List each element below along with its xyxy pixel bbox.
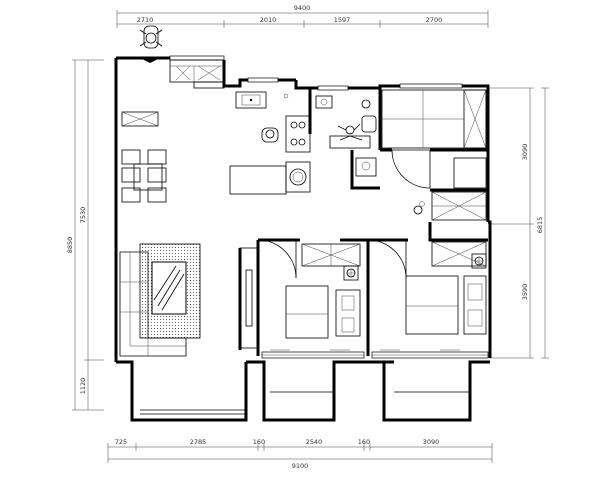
entry-arrow-icon <box>140 58 160 63</box>
entry-area <box>139 25 225 89</box>
tv <box>245 269 253 327</box>
bathroom <box>315 95 431 189</box>
outlet-icon <box>471 253 487 269</box>
sideboard <box>121 111 159 127</box>
tv-cabinet <box>239 247 259 349</box>
right-lower-dimension: 3590 <box>521 284 529 301</box>
kitchen-counter <box>229 165 287 195</box>
toilet <box>361 115 377 133</box>
right-dimensions: 3090 3590 6815 <box>490 87 549 359</box>
bedroom-2 <box>367 239 487 335</box>
dining-chair-4 <box>147 167 167 183</box>
bottom-dimension-3: 160 <box>253 438 265 446</box>
interior-walls <box>238 86 488 356</box>
left-inner-dimension: 7530 <box>79 207 87 224</box>
bed-2 <box>405 275 459 335</box>
windows <box>169 55 489 359</box>
bottom-dimension-5: 160 <box>358 438 370 446</box>
gas-stove <box>285 115 311 153</box>
right-outer-dimension: 6815 <box>536 217 544 234</box>
bottom-total-dimension: 9100 <box>292 462 309 470</box>
bottom-dimension-2: 2785 <box>190 438 207 446</box>
right-upper-dimension: 3090 <box>521 144 529 161</box>
bottom-dimension-1: 725 <box>115 438 127 446</box>
shoe-cabinet <box>169 59 225 83</box>
left-outer-dimension: 8850 <box>66 237 74 254</box>
dining-chair-3 <box>121 167 141 183</box>
outlet-icon <box>343 265 359 281</box>
left-dimensions: 8850 7530 1120 <box>66 59 104 411</box>
wash-basin <box>355 157 377 177</box>
dining-chair-1 <box>121 149 141 165</box>
top-dimensions: 9400 2710 2010 1597 2700 <box>116 4 489 28</box>
washing-machine <box>285 161 311 193</box>
top-dimension-2: 2010 <box>260 16 277 24</box>
dining-chair-5 <box>121 187 141 203</box>
cook-person-icon <box>261 127 279 143</box>
bed-1 <box>285 285 329 339</box>
bather-icon <box>337 123 363 141</box>
top-total-dimension: 9400 <box>294 4 311 12</box>
kitchen <box>229 91 311 195</box>
top-right-wardrobe <box>381 89 487 221</box>
person-icon <box>139 25 163 49</box>
bed-2-headboard <box>463 275 487 335</box>
living-area <box>119 243 259 357</box>
dining-chair-6 <box>147 187 167 203</box>
top-dimension-3: 1597 <box>334 16 351 24</box>
kitchen-sink <box>235 91 267 109</box>
dining-chair-2 <box>147 149 167 165</box>
bottom-dimension-4: 2540 <box>306 438 323 446</box>
top-dimension-4: 2700 <box>426 16 443 24</box>
dining-area <box>121 111 167 203</box>
bedroom-1 <box>257 239 361 339</box>
bed-1-headboard <box>335 289 361 337</box>
bottom-dimension-6: 3090 <box>423 438 440 446</box>
top-dimension-1: 2710 <box>137 16 154 24</box>
left-lower-dimension: 1120 <box>79 378 87 395</box>
bathtub <box>329 135 371 149</box>
bath-cabinet <box>315 95 333 109</box>
bottom-dimensions: 725 2785 160 2540 160 3090 9100 <box>107 438 493 470</box>
